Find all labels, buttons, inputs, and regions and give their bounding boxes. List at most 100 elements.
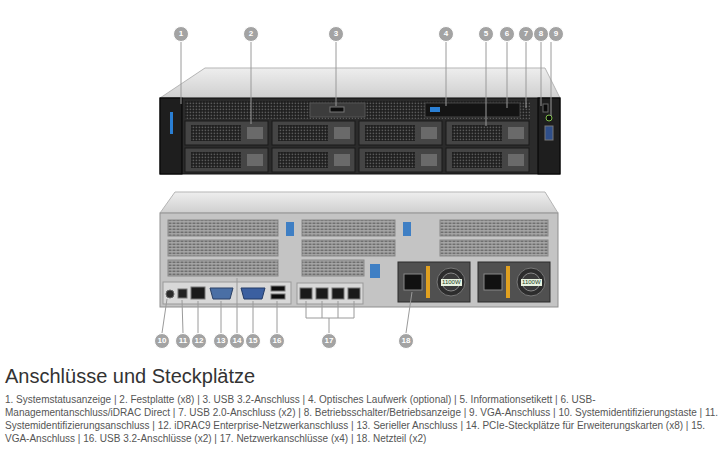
callout-disc [214, 334, 229, 349]
callout-number: 4 [439, 27, 453, 41]
psu-fan [437, 268, 465, 296]
power-supply [398, 262, 470, 302]
drive-grille [452, 152, 502, 168]
riser-latch [286, 222, 294, 236]
pcie-slot [440, 240, 548, 256]
network-ports [297, 283, 363, 304]
leader-line [182, 300, 183, 333]
leader-lines-front [181, 42, 551, 126]
leader-line [198, 301, 199, 333]
drive-bay [185, 121, 268, 145]
callout-number: 1 [174, 27, 188, 41]
callout-number: 5 [479, 27, 493, 41]
callout-disc [519, 27, 534, 42]
callout-number: 2 [244, 27, 258, 41]
front-grille [185, 101, 530, 119]
leader-line [277, 301, 278, 333]
psu-rating-label: 1100W [521, 279, 542, 286]
idrac-usb-port [543, 104, 548, 112]
drive-grille [365, 125, 415, 141]
caption-text: 1. Systemstatusanzeige | 2. Festplatte (… [5, 393, 719, 445]
leader-line [507, 42, 508, 108]
callout-number: 3 [329, 27, 343, 41]
drive-latch [421, 154, 437, 166]
drive-latch [247, 154, 263, 166]
callout-disc [322, 334, 337, 349]
bracket-tick [322, 301, 323, 318]
callout-number: 9 [549, 27, 563, 41]
callout-number: 12 [192, 334, 206, 348]
front-bezel [160, 98, 560, 174]
callout-number: 10 [155, 334, 169, 348]
riser-latch [370, 264, 380, 278]
drive-grille [278, 152, 328, 168]
vga-port [241, 288, 265, 299]
psu-handle [426, 266, 430, 298]
pcie-slot [168, 260, 278, 276]
pcie-slot [302, 220, 395, 236]
rj45-port [348, 288, 360, 299]
front-view [160, 68, 560, 174]
psu-body [478, 262, 550, 302]
callout-number: 17 [322, 334, 336, 348]
leader-line [162, 299, 167, 333]
leader-line [221, 301, 222, 333]
drive-bay [359, 121, 442, 145]
rj45-port [300, 288, 312, 299]
callout-number: 8 [534, 27, 548, 41]
leader-line [551, 42, 552, 116]
callout-disc [192, 334, 207, 349]
front-usb-panel [310, 103, 365, 117]
callout-disc [534, 27, 549, 42]
rj45-port [332, 288, 344, 299]
leader-line [541, 42, 542, 106]
drive-grille [452, 125, 502, 141]
drive-grille [365, 152, 415, 168]
drive-latch [508, 154, 524, 166]
power-supply [478, 262, 550, 302]
drive-bay [446, 148, 529, 172]
power-socket [404, 274, 422, 290]
callout-number: 14 [230, 334, 244, 348]
drive-grille [278, 125, 328, 141]
psu-fan [517, 268, 545, 296]
leader-line [237, 278, 238, 333]
rear-panel [160, 213, 558, 307]
callout-disc [399, 334, 414, 349]
drive-bay [359, 148, 442, 172]
callout-disc [230, 334, 245, 349]
psu-body [398, 262, 470, 302]
rear-view [160, 192, 558, 307]
drive-latch [247, 127, 263, 139]
callout-number: 15 [246, 334, 260, 348]
callout-discs [155, 27, 564, 349]
psu-rating-label: 1100W [441, 279, 462, 286]
leader-lines-rear [162, 278, 412, 333]
callout-number: 13 [214, 334, 228, 348]
callout-disc [549, 27, 564, 42]
usb-port-rear [271, 294, 285, 299]
callout-number: 18 [399, 334, 413, 348]
network-card [297, 283, 363, 304]
riser-latch [403, 222, 411, 236]
drive-latch [334, 127, 350, 139]
drive-grille [191, 152, 241, 168]
callout-disc [479, 27, 494, 42]
usb-port-rear [271, 286, 285, 291]
drive-bays [185, 121, 529, 172]
callout-number: 7 [519, 27, 533, 41]
callout-disc [500, 27, 515, 42]
drive-bay [272, 121, 355, 145]
leader-line [181, 42, 182, 104]
server-lid-rear [160, 192, 558, 213]
drive-latch [334, 154, 350, 166]
pcie-slot [302, 240, 395, 256]
vga-port-front [545, 126, 553, 140]
serial-port [210, 288, 233, 299]
pcie-slot [168, 220, 278, 236]
callout-disc [246, 334, 261, 349]
callout-disc [155, 334, 170, 349]
pcie-slot [440, 220, 548, 236]
usb-port [330, 107, 344, 112]
optical-logo [430, 107, 440, 112]
